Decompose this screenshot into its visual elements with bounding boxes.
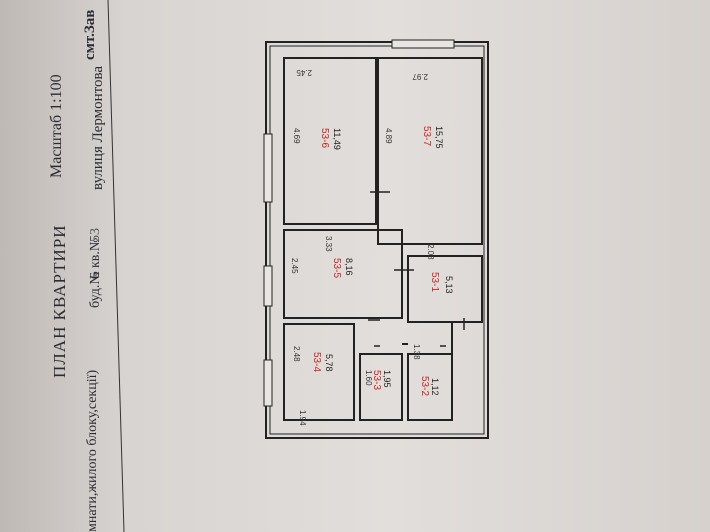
room-53-6-dim-b: 4.69 bbox=[292, 128, 301, 144]
room-53-6-code: 53-6 bbox=[319, 128, 330, 148]
room-53-6-dim-a: 2.45 bbox=[296, 68, 312, 77]
windows bbox=[263, 39, 455, 407]
room-53-2-code: 53-2 bbox=[419, 376, 430, 396]
room-53-1-dim-a: 2.08 bbox=[426, 244, 435, 260]
room-53-2-area: 1,12 bbox=[430, 378, 440, 396]
room-53-5-area: 8,16 bbox=[344, 258, 354, 276]
room-53-4-dim-a: 2.48 bbox=[292, 346, 301, 362]
room-53-5-dim-a: 2.45 bbox=[290, 258, 299, 274]
partitions bbox=[283, 57, 483, 421]
room-53-4-outline bbox=[283, 323, 355, 421]
room-53-5-code: 53-5 bbox=[331, 258, 342, 278]
room-53-3-outline bbox=[359, 353, 403, 421]
room-53-2-outline bbox=[407, 353, 453, 421]
room-53-3-area: 1,95 bbox=[382, 370, 392, 388]
room-53-7-dim-b: 4.89 bbox=[384, 128, 393, 144]
room-53-3-code: 53-3 bbox=[371, 370, 382, 390]
room-53-7-area: 15,75 bbox=[434, 126, 444, 149]
room-53-1-code: 53-1 bbox=[429, 272, 440, 292]
room-53-7-dim-a: 2.97 bbox=[412, 72, 428, 81]
room-53-5-outline bbox=[283, 229, 403, 319]
room-53-7-outline bbox=[377, 57, 483, 245]
room-53-3-dim-a: 1.60 bbox=[364, 370, 373, 386]
room-53-7-code: 53-7 bbox=[421, 126, 432, 146]
room-53-4-dim-b: 1.94 bbox=[298, 410, 307, 426]
outer-walls bbox=[265, 41, 489, 439]
room-53-1-outline bbox=[407, 255, 483, 323]
room-53-2-dim-a: 1.38 bbox=[412, 344, 421, 360]
form-line bbox=[107, 0, 125, 532]
room-53-6-outline bbox=[283, 57, 377, 225]
door-marks bbox=[368, 191, 465, 347]
room-53-4-code: 53-4 bbox=[311, 352, 322, 372]
room-53-5-dim-b: 3.33 bbox=[324, 236, 333, 252]
room-53-4-area: 5,78 bbox=[324, 354, 334, 372]
room-53-1-area: 5,13 bbox=[444, 276, 454, 294]
room-53-6-area: 11,49 bbox=[332, 128, 342, 150]
